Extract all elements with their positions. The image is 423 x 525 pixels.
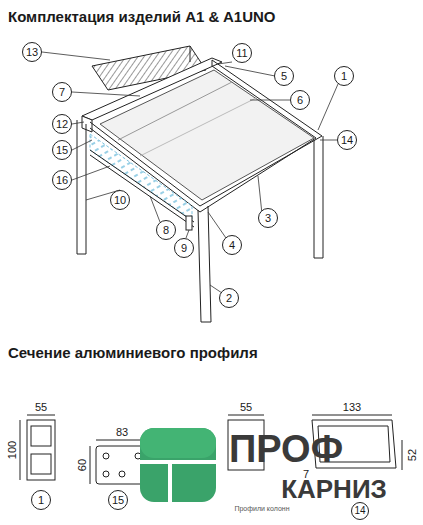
callout-circle (275, 67, 294, 86)
dimension: 52 (407, 449, 418, 461)
callout-circle (111, 191, 130, 210)
callout-circle (220, 289, 239, 308)
callout-number: 2 (226, 293, 232, 304)
callout-number: 1 (341, 71, 347, 82)
callout-circle (23, 43, 42, 62)
dimension: 83 (116, 427, 128, 438)
dimension: 100 (7, 441, 18, 459)
callout-number: 11 (236, 48, 247, 59)
callout-circles (23, 43, 369, 520)
callout-circle (223, 236, 242, 255)
callout-number: 14 (341, 135, 353, 146)
watermark: КАРНИЗ (281, 476, 387, 502)
callout-number: 8 (163, 225, 169, 236)
title: Комплектация изделий A1 & A1UNO (8, 9, 275, 24)
callout-number: 4 (229, 240, 235, 251)
callout-number: 1 (38, 495, 44, 506)
callout-circle (175, 239, 194, 258)
callout-circle (259, 209, 278, 228)
watermark: ПРОФ (229, 430, 343, 468)
callout-number: 9 (181, 243, 187, 254)
callout-number: 5 (281, 71, 287, 82)
callout-circle (335, 67, 354, 86)
dimension: 133 (343, 402, 361, 413)
logo-mark (140, 428, 216, 502)
callout-circle (32, 491, 51, 510)
callout-number: 15 (56, 145, 68, 156)
callout-circle (338, 131, 357, 150)
callout-circle (53, 171, 72, 190)
cassette-end (82, 116, 92, 132)
callout-number: 14 (354, 506, 365, 516)
callout-circle (109, 491, 128, 510)
callout-number: 6 (297, 95, 303, 106)
dimension: 55 (35, 402, 47, 413)
callout-number: 7 (59, 87, 65, 98)
callout-circle (291, 91, 310, 110)
callout-circle (157, 221, 176, 240)
dimension: 55 (240, 402, 252, 413)
callout-circle (352, 503, 369, 520)
callout-number: 10 (114, 195, 126, 206)
callout-circle (233, 44, 252, 63)
callout-number: 12 (56, 119, 68, 130)
callout-circle (53, 141, 72, 160)
callout-number: 16 (56, 175, 68, 186)
section-heading: Сечение алюминиевого профиля (8, 345, 258, 360)
dimension: 60 (77, 459, 88, 471)
callout-circle (53, 83, 72, 102)
watermark: Профили колонн (234, 505, 289, 512)
callout-number: 13 (26, 47, 38, 58)
callout-circle (53, 115, 72, 134)
fabric (100, 70, 314, 200)
callout-number: 15 (112, 495, 124, 506)
callout-number: 3 (265, 213, 271, 224)
